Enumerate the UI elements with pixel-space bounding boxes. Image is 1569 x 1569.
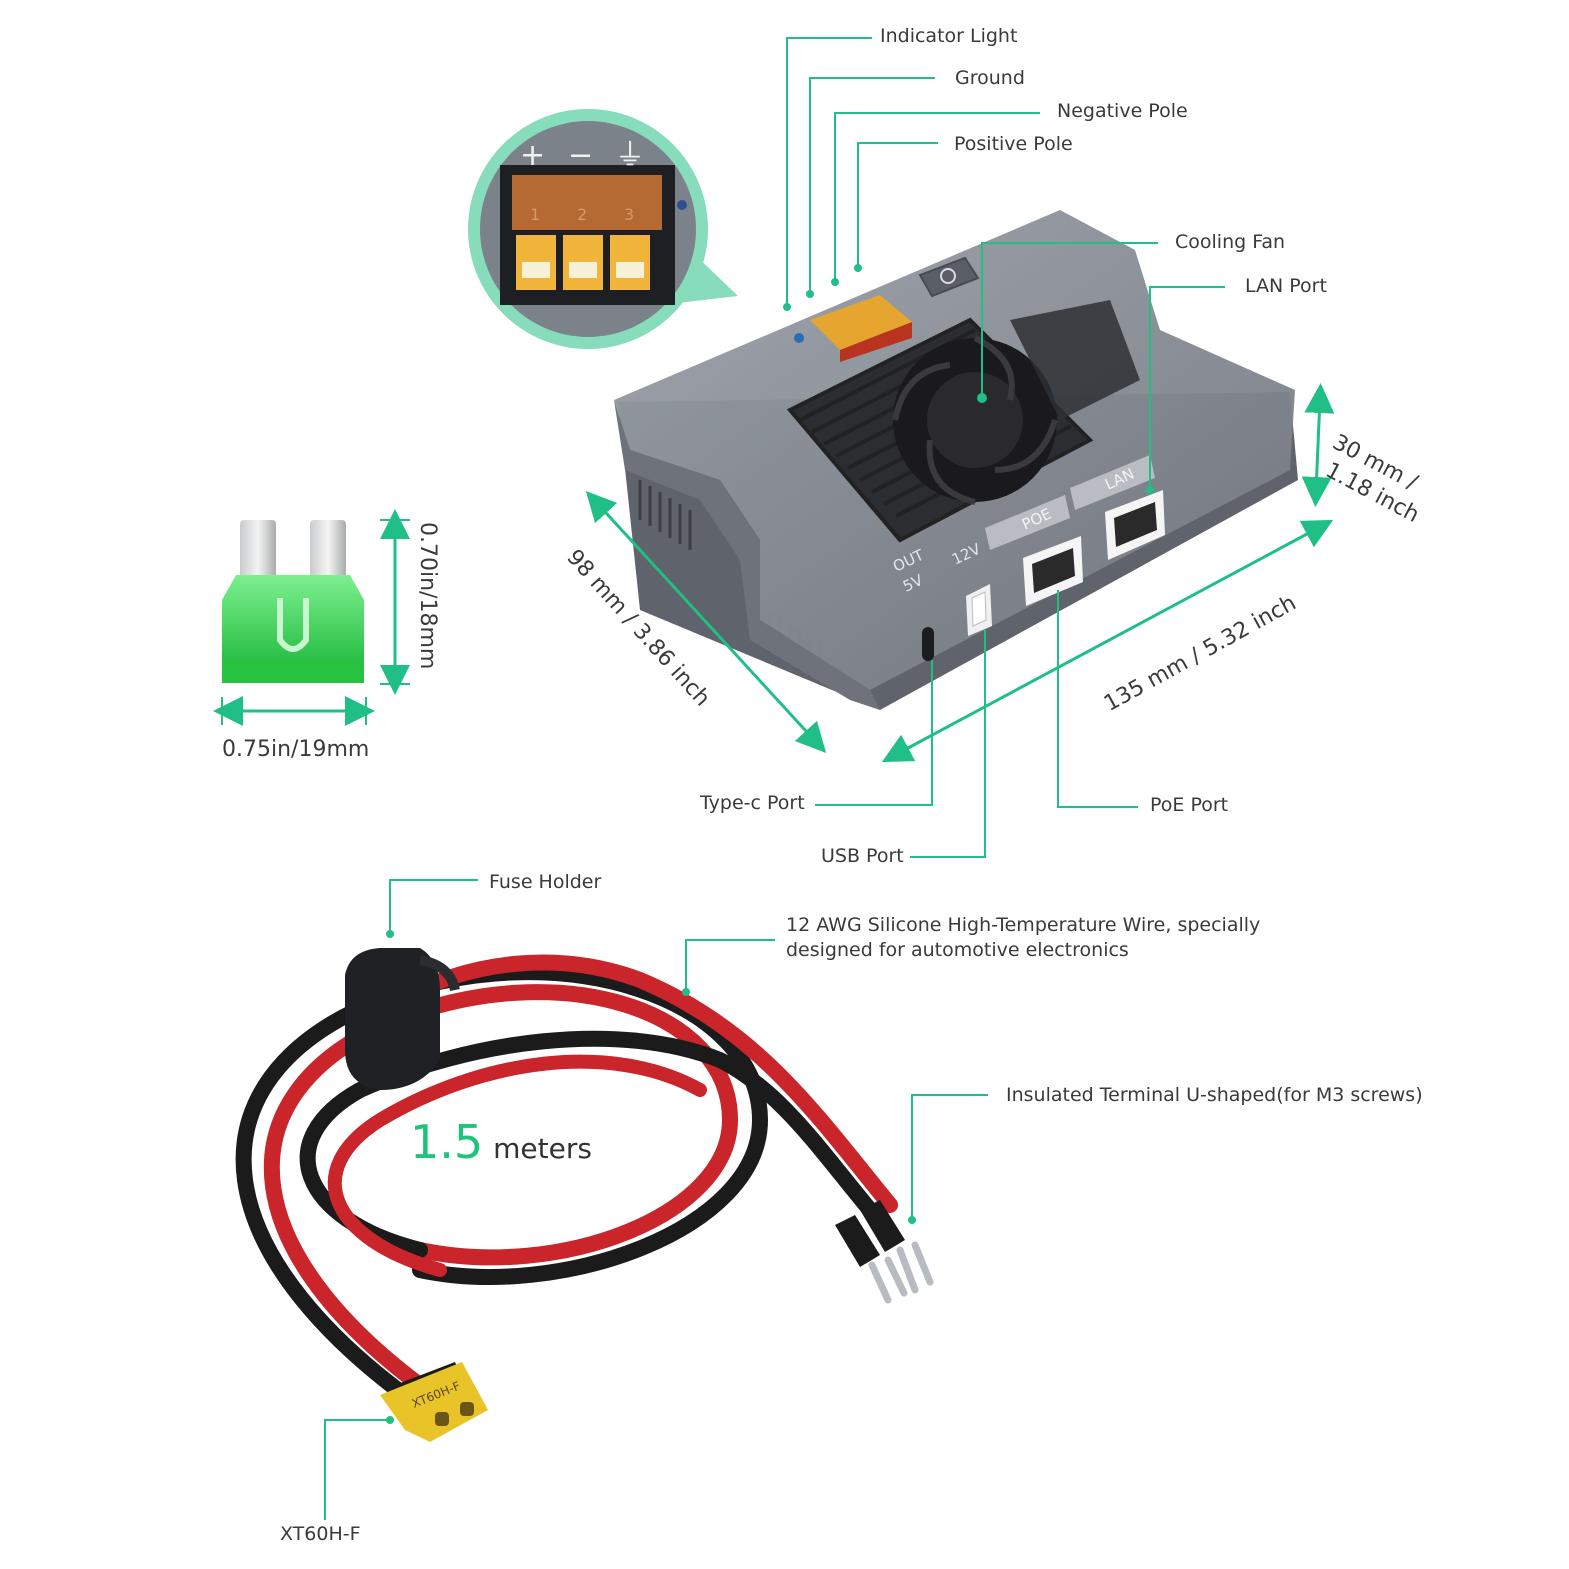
terminal-number-1: 1: [530, 205, 540, 224]
cable-length-value: 1.5: [410, 1115, 484, 1169]
leader-negative-pole: [834, 112, 1040, 280]
blade-fuse: [222, 520, 364, 683]
label-poe-port: PoE Port: [1150, 794, 1229, 816]
leader-wire: [685, 939, 775, 990]
leader-positive-pole: [857, 142, 938, 266]
u-terminals: [835, 1200, 934, 1304]
label-type-c-port: Type-c Port: [700, 792, 805, 814]
power-button[interactable]: [918, 256, 980, 298]
terminal-symbol-negative: −: [568, 138, 593, 173]
label-terminal: Insulated Terminal U-shaped(for M3 screw…: [1006, 1084, 1423, 1106]
leader-cooling-fan: [981, 242, 1158, 396]
leader-lan-port: [1149, 286, 1225, 488]
terminal-number-3: 3: [624, 205, 634, 224]
leader-terminal: [911, 1094, 988, 1218]
label-wire-line1: 12 AWG Silicone High-Temperature Wire, s…: [786, 914, 1261, 936]
leader-dots: [386, 264, 1154, 1424]
terminal-number-2: 2: [577, 205, 587, 224]
label-ground: Ground: [955, 67, 1025, 89]
terminal-symbol-positive: +: [520, 138, 545, 173]
dim-fuse-height: 0.70in/18mm: [415, 522, 440, 670]
cable-length-unit: meters: [493, 1132, 592, 1165]
label-usb-port: USB Port: [821, 845, 904, 867]
width-arrow: [881, 519, 1334, 763]
label-connector: XT60H-F: [280, 1523, 361, 1545]
leader-connector: [324, 1419, 388, 1520]
cable-length: 1.5 meters: [410, 1115, 592, 1169]
type-c-port: [922, 627, 934, 661]
label-wire-line2: designed for automotive electronics: [786, 939, 1129, 961]
leader-indicator-light: [786, 37, 872, 305]
device-terminal-block: [810, 295, 912, 362]
terminal-symbol-ground: ⏚: [615, 138, 645, 173]
depth-arrow: [585, 490, 827, 754]
label-fuse-holder: Fuse Holder: [489, 871, 602, 893]
label-positive-pole: Positive Pole: [954, 133, 1073, 155]
cooling-fan: [892, 335, 1058, 505]
leader-fuse-holder: [389, 879, 478, 932]
indicator-led: [794, 333, 804, 343]
label-indicator-light: Indicator Light: [880, 25, 1018, 47]
dimension-arrows: [213, 383, 1335, 763]
dim-fuse-width: 0.75in/19mm: [222, 737, 370, 762]
fuse-holder: [345, 948, 460, 1090]
power-cable: [235, 954, 898, 1428]
label-negative-pole: Negative Pole: [1057, 100, 1188, 122]
label-cooling-fan: Cooling Fan: [1175, 231, 1286, 253]
terminal-screws: [516, 235, 650, 290]
terminal-zoom-callout: 1 2 3 + − ⏚: [468, 109, 738, 349]
height-arrow: [1301, 383, 1335, 507]
label-lan-port: LAN Port: [1245, 275, 1327, 297]
xt60-connector: XT60H-F: [380, 1362, 488, 1442]
leader-ground: [809, 77, 935, 292]
